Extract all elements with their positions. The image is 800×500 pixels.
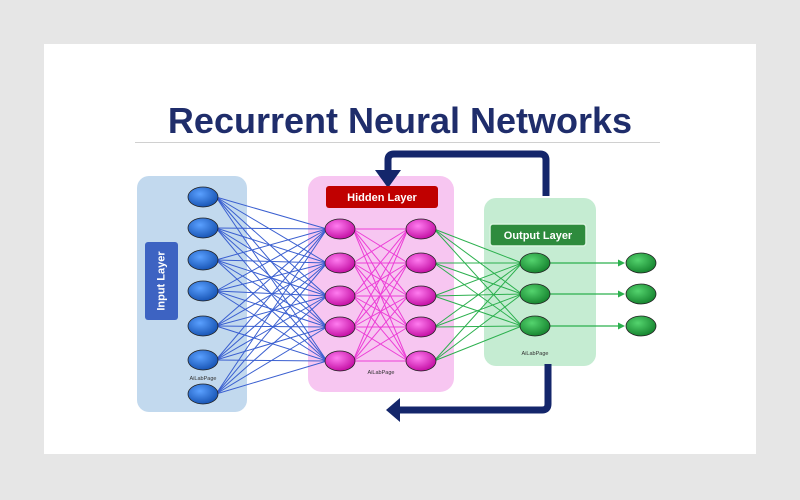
final-output-node xyxy=(625,315,657,337)
input-hidden-edge xyxy=(215,196,328,230)
hidden-nodes-column-1 xyxy=(324,218,356,372)
final-output-nodes xyxy=(625,252,657,337)
page-title: Recurrent Neural Networks xyxy=(167,100,633,141)
hidden-node xyxy=(405,350,437,372)
output-final-arrowhead xyxy=(618,322,625,330)
input-hidden-edge xyxy=(215,290,328,328)
hidden-hidden-edge xyxy=(352,262,409,362)
input-node xyxy=(187,186,219,208)
input-hidden-edge xyxy=(215,196,328,362)
input-hidden-edge xyxy=(215,228,328,327)
hidden-layer-label: Hidden Layer xyxy=(347,192,417,204)
hidden-output-edge xyxy=(433,262,523,328)
input-node xyxy=(187,383,219,405)
hidden-hidden-connections xyxy=(352,228,409,362)
hidden-hidden-edge xyxy=(352,228,409,297)
hidden-output-connections xyxy=(433,228,523,362)
input-hidden-edge xyxy=(215,228,328,361)
input-hidden-edge xyxy=(215,262,328,395)
input-node xyxy=(187,349,219,371)
hidden-hidden-edge xyxy=(352,262,409,297)
output-node xyxy=(519,252,551,274)
final-output-node xyxy=(625,252,657,274)
hidden-output-edge xyxy=(433,262,523,295)
input-node xyxy=(187,217,219,239)
input-hidden-edge xyxy=(215,326,328,361)
input-hidden-edge xyxy=(215,196,328,264)
recurrent-loop-arrow xyxy=(384,150,552,414)
input-nodes xyxy=(187,186,219,405)
recurrent-arrowhead-top xyxy=(375,170,401,188)
input-node xyxy=(187,280,219,302)
output-layer-label-box xyxy=(489,223,587,247)
hidden-output-edge xyxy=(433,262,523,362)
output-layer-label: Output Layer xyxy=(504,230,573,242)
input-hidden-edge xyxy=(215,326,328,395)
hidden-output-edge xyxy=(433,262,523,297)
hidden-node xyxy=(405,285,437,307)
output-node xyxy=(519,315,551,337)
hidden-node xyxy=(324,350,356,372)
final-output-node xyxy=(625,283,657,305)
hidden-hidden-edge xyxy=(352,295,409,362)
input-hidden-edge xyxy=(215,295,328,395)
input-hidden-edge xyxy=(215,228,328,395)
title-divider xyxy=(135,142,660,143)
input-hidden-edge xyxy=(215,228,328,292)
input-hidden-edge xyxy=(215,290,328,297)
hidden-output-edge xyxy=(433,228,523,327)
input-hidden-edge xyxy=(215,228,328,261)
input-hidden-edge xyxy=(215,227,328,230)
output-final-arrowhead xyxy=(618,290,625,298)
output-final-arrowhead xyxy=(618,259,625,267)
hidden-output-edge xyxy=(433,325,523,362)
hidden-node xyxy=(324,285,356,307)
input-hidden-edge xyxy=(215,325,328,328)
hidden-node xyxy=(405,252,437,274)
hidden-layer-label-box xyxy=(326,186,438,208)
hidden-hidden-edge xyxy=(352,228,409,362)
hidden-output-edge xyxy=(433,293,523,362)
hidden-hidden-edge xyxy=(352,228,409,264)
hidden-output-edge xyxy=(433,293,523,328)
output-node xyxy=(519,283,551,305)
output-watermark: AiLabPage xyxy=(522,351,549,357)
input-hidden-connections xyxy=(215,196,328,395)
hidden-watermark: AiLabPage xyxy=(368,370,395,376)
hidden-output-edge xyxy=(433,325,523,328)
hidden-hidden-edge xyxy=(352,326,409,362)
output-final-connections xyxy=(550,259,625,330)
input-node xyxy=(187,249,219,271)
input-node xyxy=(187,315,219,337)
hidden-hidden-edge xyxy=(352,228,409,328)
output-nodes xyxy=(519,252,551,337)
recurrent-arrowhead-bottom xyxy=(386,398,400,422)
hidden-output-edge xyxy=(433,228,523,295)
hidden-node xyxy=(405,316,437,338)
hidden-node xyxy=(324,252,356,274)
hidden-node xyxy=(324,218,356,240)
input-layer-label: Input Layer xyxy=(155,251,167,311)
output-layer-panel xyxy=(484,198,596,366)
hidden-nodes-column-2 xyxy=(405,218,437,372)
input-hidden-edge xyxy=(215,259,328,264)
input-hidden-edge xyxy=(215,360,328,395)
input-watermark: AiLabPage xyxy=(190,376,217,382)
hidden-node xyxy=(324,316,356,338)
input-layer-label-box xyxy=(145,242,178,320)
hidden-output-edge xyxy=(433,228,523,264)
hidden-node xyxy=(405,218,437,240)
